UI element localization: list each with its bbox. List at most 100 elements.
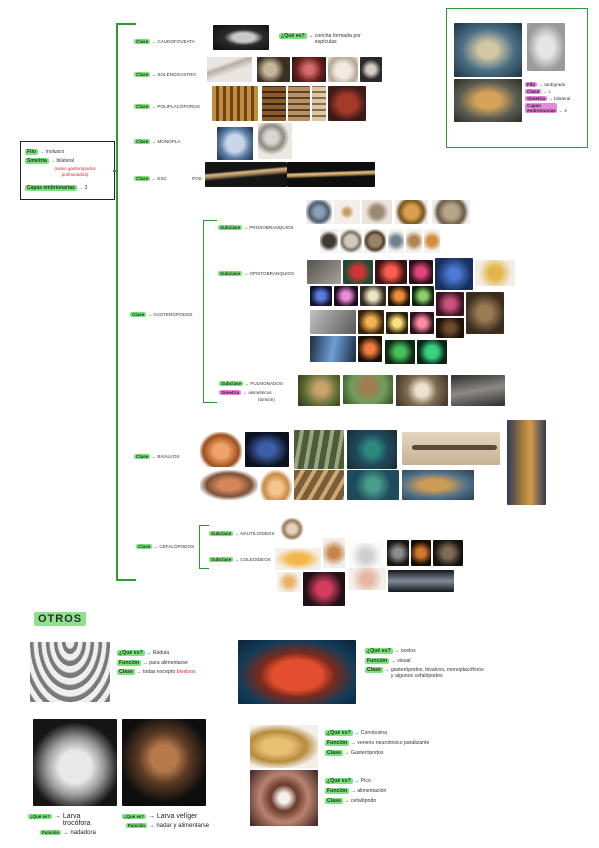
side-filo-key: Filo xyxy=(525,82,538,87)
photo-bivalvo-8 xyxy=(294,470,344,500)
photo-side-2 xyxy=(527,23,565,71)
tree-top-cap xyxy=(116,23,136,25)
photo-cefalo-5 xyxy=(411,540,431,566)
photo-pulmo-1 xyxy=(298,375,340,406)
photo-opisto-11 xyxy=(412,286,434,306)
class-esc: Clase → Esc xyxy=(134,176,167,181)
photo-opisto-21 xyxy=(385,340,415,364)
photo-opisto-22 xyxy=(417,340,447,364)
trocofora-q: ¿Qué es? → Larva trocófora xyxy=(28,813,91,827)
photo-poliplacoforos-4 xyxy=(312,86,326,121)
photo-solenogastro-4 xyxy=(328,57,358,82)
photo-veliger xyxy=(122,719,206,806)
capas-value: 3 xyxy=(84,185,88,191)
photo-opisto-1 xyxy=(307,260,341,284)
side-simetria-value: bilateral xyxy=(554,96,571,101)
side-filo-value: tardígrado xyxy=(544,82,566,87)
pico-c: Clase → cefalópodo xyxy=(325,798,377,804)
photo-proso-5 xyxy=(432,200,470,224)
veliger-q: ¿Qué es? → Larva velíger xyxy=(122,813,198,820)
photo-solenogastro-3 xyxy=(292,57,326,82)
conotoxina-c: Clase → Gasterópodos xyxy=(325,750,384,756)
photo-cefalo-10 xyxy=(388,570,454,592)
pulmonados-torsion: (torsión) xyxy=(258,397,275,402)
photo-trocofora xyxy=(33,719,117,806)
side-box: Filo → tardígrado Clase → x Simetría → b… xyxy=(446,8,588,148)
cefalo-bracket xyxy=(199,525,201,569)
photo-poliplacoforos-5 xyxy=(328,86,366,121)
class-monopla: Clase → Monopla xyxy=(134,139,181,144)
photo-opisto-14 xyxy=(310,310,356,334)
photo-opisto-12 xyxy=(436,292,464,316)
photo-pulmo-4 xyxy=(451,375,505,406)
side-simetria-key: Simetría xyxy=(525,96,548,101)
photo-cefalo-1 xyxy=(275,548,321,570)
photo-esc-2 xyxy=(287,162,375,187)
photo-solenogastro-5 xyxy=(360,57,382,82)
photo-opisto-3 xyxy=(375,260,407,284)
photo-opisto-9 xyxy=(360,286,386,306)
filo-value: molusco xyxy=(45,149,65,155)
subclass-coleoideos: Subclase → Coleoideos xyxy=(209,557,271,562)
photo-poliplacoforos-3 xyxy=(288,86,310,121)
photo-side-3 xyxy=(454,79,522,122)
photo-opisto-16 xyxy=(386,312,408,334)
photo-solenogastro-1 xyxy=(207,57,252,82)
photo-opisto-7 xyxy=(310,286,332,306)
photo-cefalo-6 xyxy=(433,540,463,566)
simetria-key: Simetría xyxy=(25,158,49,164)
class-esc-suffix: pos xyxy=(192,176,202,181)
subclass-nautiloideos: Subclase → Nautiloideos xyxy=(209,531,275,536)
side-clase-key: Clase xyxy=(525,89,542,94)
conotoxina-q: ¿Qué es? → Conotoxina xyxy=(325,730,387,736)
radula-f: Función → para alimentarse xyxy=(117,660,188,666)
gastro-bracket xyxy=(203,220,205,403)
simetria-value: bilateral xyxy=(56,158,75,164)
class-gasteropodos: Clase → Gasterópodos xyxy=(130,312,193,317)
photo-cefalo-3 xyxy=(349,543,383,569)
photo-cefalo-4 xyxy=(387,540,409,566)
photo-monopla-2 xyxy=(258,123,292,159)
photo-opisto-8 xyxy=(334,286,358,306)
photo-bivalvo-7 xyxy=(260,470,292,500)
side-clase-value: x xyxy=(548,89,551,94)
photo-monopla-1 xyxy=(217,127,253,160)
photo-proso-1 xyxy=(306,200,332,224)
otros-title: OTROS xyxy=(34,612,87,626)
photo-proso-10 xyxy=(406,229,422,253)
class-bivalvos: Clase → Bivalvos xyxy=(134,454,180,459)
bivalvo-shipworm xyxy=(412,445,497,450)
photo-solenogastro-2 xyxy=(257,57,290,82)
subclass-prosobranquios: Subclase → Prosobranquios xyxy=(218,225,294,230)
ocelos-f: Función → visual xyxy=(365,658,411,664)
class-caudofoveata: Clase → Caudofoveata xyxy=(134,39,195,44)
photo-opisto-20 xyxy=(358,336,382,362)
photo-bivalvo-11 xyxy=(507,420,546,505)
photo-side-1 xyxy=(454,23,522,77)
summary-connector xyxy=(113,170,117,172)
photo-proso-11 xyxy=(424,229,440,253)
photo-bivalvo-9 xyxy=(347,470,399,500)
photo-opisto-2 xyxy=(343,260,373,284)
ocelos-c: Clase → gasterópodos, bivalvos, monoplac… xyxy=(365,667,484,679)
ocelos-q: ¿Qué es? → ocelos xyxy=(365,648,416,654)
photo-pulmo-2 xyxy=(343,375,393,404)
photo-bivalvo-1 xyxy=(200,432,242,467)
photo-opisto-4 xyxy=(409,260,433,284)
photo-cefalo-nautilus xyxy=(279,518,305,540)
photo-proso-2 xyxy=(334,200,360,224)
pico-f: Función → alimentación xyxy=(325,788,387,794)
photo-opisto-19 xyxy=(310,336,356,362)
pulmonados-simetria: Simetría → asimétricos xyxy=(219,390,272,395)
photo-ocelos xyxy=(238,640,356,704)
photo-esc-1 xyxy=(205,162,287,187)
trocofora-f: Función → nadadora xyxy=(40,830,96,836)
photo-proso-4 xyxy=(395,200,428,224)
photo-radula xyxy=(30,642,110,702)
photo-bivalvo-2 xyxy=(245,432,289,467)
tree-bottom-cap xyxy=(116,579,136,581)
photo-cefalo-8 xyxy=(303,572,345,606)
conotoxina-f: Función → veneno neurotóxico paralizante xyxy=(325,740,430,746)
photo-bivalvo-3 xyxy=(294,430,344,469)
photo-conotoxina xyxy=(250,725,318,768)
